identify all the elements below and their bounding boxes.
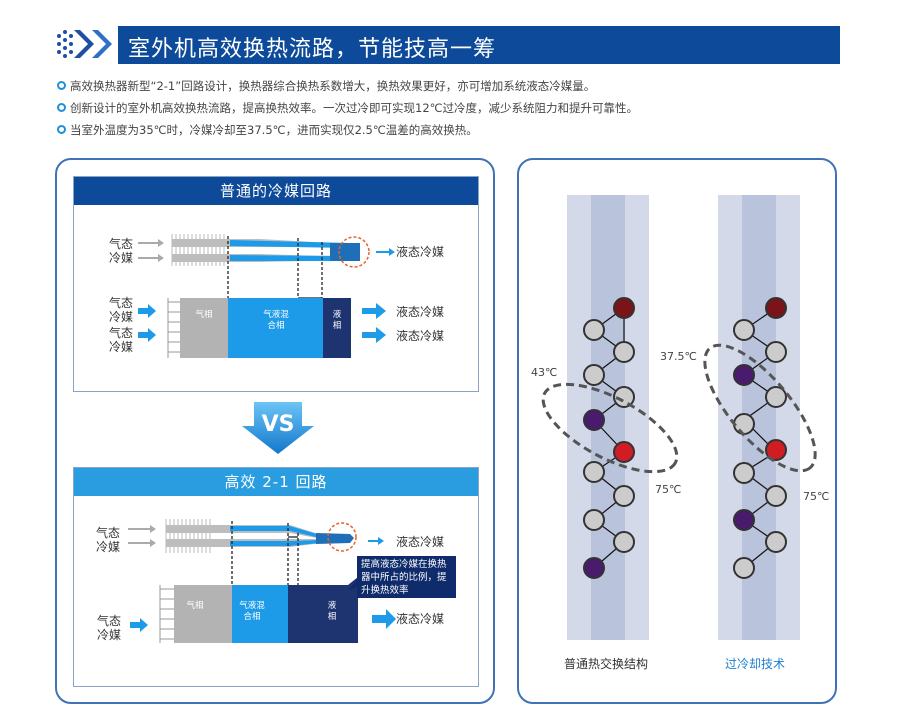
subcooling-caption: 过冷却技术 bbox=[725, 657, 786, 671]
gas-refrigerant-label: 气态冷媒 bbox=[96, 526, 121, 554]
bullet-circle-icon bbox=[57, 81, 66, 90]
liquid-refrigerant-label: 液态冷媒 bbox=[396, 305, 445, 319]
gas-refrigerant-label: 气态冷媒 bbox=[109, 296, 134, 324]
feature-list: 高效换热器新型“2-1”回路设计，换热器综合换热系数增大，换热效果更好，亦可增加… bbox=[56, 78, 846, 144]
mixed-phase-label: 气液混合相 bbox=[239, 601, 265, 622]
gas-refrigerant-label: 气态冷媒 bbox=[109, 326, 134, 354]
efficient-circuit-title: 高效 2-1 回路 bbox=[74, 468, 478, 496]
vs-arrow-icon bbox=[242, 402, 314, 454]
normal-structure-caption: 普通热交换结构 bbox=[564, 657, 649, 671]
mixed-phase-label: 气液混合相 bbox=[263, 310, 289, 331]
gas-refrigerant-label: 气态冷媒 bbox=[109, 237, 134, 265]
right-temp-low: 37.5℃ bbox=[660, 350, 697, 363]
normal-circuit-title: 普通的冷媒回路 bbox=[74, 177, 478, 205]
bullet-circle-icon bbox=[57, 125, 66, 134]
liquid-phase-label: 液相 bbox=[332, 310, 342, 331]
list-item: 当室外温度为35℃时，冷媒冷却至37.5℃，进而实现仅2.5℃温差的高效换热。 bbox=[56, 122, 846, 144]
liquid-refrigerant-label: 液态冷媒 bbox=[396, 612, 445, 626]
left-temp-high: 75℃ bbox=[655, 483, 682, 496]
list-item: 高效换热器新型“2-1”回路设计，换热器综合换热系数增大，换热效果更好，亦可增加… bbox=[56, 78, 846, 100]
liquid-refrigerant-label: 液态冷媒 bbox=[396, 245, 445, 259]
gas-refrigerant-label: 气态冷媒 bbox=[97, 614, 122, 642]
gas-phase-label: 气相 bbox=[195, 310, 213, 320]
right-temp-high: 75℃ bbox=[803, 490, 830, 503]
gas-phase-label: 气相 bbox=[186, 601, 204, 611]
heat-exchange-structure-diagram bbox=[541, 195, 817, 640]
liquid-phase-label: 液相 bbox=[327, 601, 337, 622]
efficient-circuit-box: 高效 2-1 回路 bbox=[73, 467, 479, 687]
liquid-refrigerant-label: 液态冷媒 bbox=[396, 535, 445, 549]
title-bar: 室外机高效换热流路，节能技高一筹 bbox=[118, 26, 840, 64]
chevron-arrows-icon bbox=[57, 30, 112, 58]
left-temp-low: 43℃ bbox=[531, 366, 558, 379]
note-pointer bbox=[348, 574, 362, 590]
liquid-refrigerant-label: 液态冷媒 bbox=[396, 329, 445, 343]
normal-circuit-diagram bbox=[138, 234, 395, 358]
vs-label: VS bbox=[261, 412, 295, 437]
list-item: 创新设计的室外机高效换热流路，提高换热效率。一次过冷即可实现12℃过冷度，减少系… bbox=[56, 100, 846, 122]
page-title: 室外机高效换热流路，节能技高一筹 bbox=[128, 37, 497, 62]
bullet-circle-icon bbox=[57, 103, 66, 112]
efficiency-note: 提高液态冷媒在换热器中所占的比例，提升换热效率 bbox=[357, 556, 456, 598]
efficient-circuit-diagram bbox=[128, 519, 396, 643]
